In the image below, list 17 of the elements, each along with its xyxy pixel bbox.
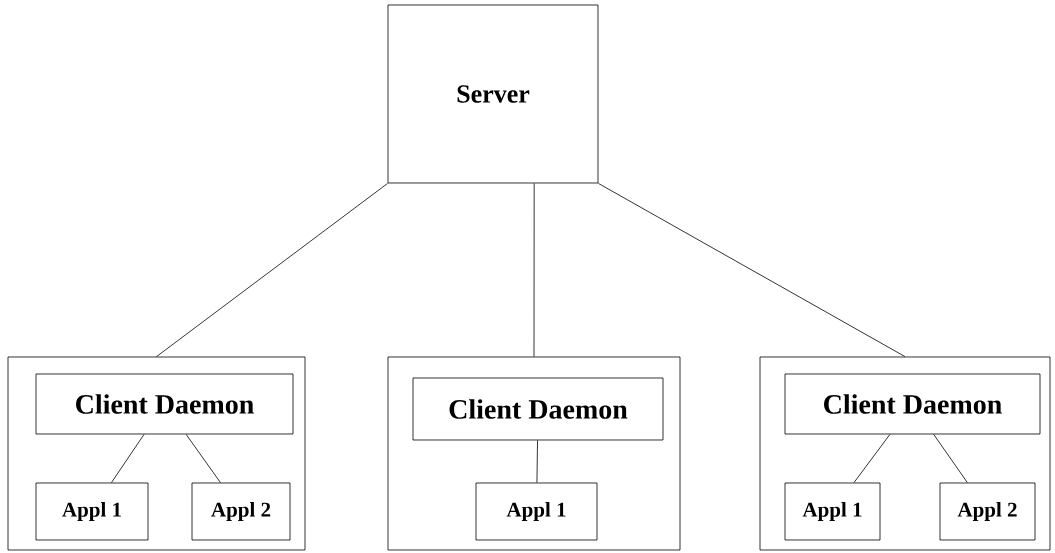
connector-line [156, 183, 388, 357]
daemon-box: Client Daemon [35, 373, 294, 435]
connector-line [598, 183, 906, 357]
connector-line [111, 434, 145, 483]
connector-line [853, 434, 891, 483]
application-box: Appl 1 [35, 482, 149, 541]
connector-line [536, 440, 538, 483]
daemon-box: Client Daemon [784, 373, 1041, 435]
server-box: Server [387, 4, 599, 184]
application-box: Appl 2 [191, 482, 291, 541]
application-box: Appl 1 [475, 482, 598, 541]
connector-line [533, 183, 535, 357]
connector-line [185, 434, 221, 483]
connector-line [933, 434, 968, 483]
daemon-box: Client Daemon [412, 377, 664, 441]
application-box: Appl 1 [784, 482, 881, 541]
application-box: Appl 2 [939, 482, 1036, 541]
